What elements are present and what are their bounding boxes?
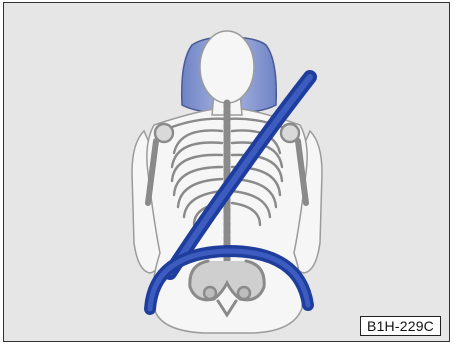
figure-frame: B1H-229C bbox=[3, 2, 450, 342]
figure-code-label: B1H-229C bbox=[360, 316, 441, 336]
seat-belt-illustration bbox=[4, 3, 451, 343]
